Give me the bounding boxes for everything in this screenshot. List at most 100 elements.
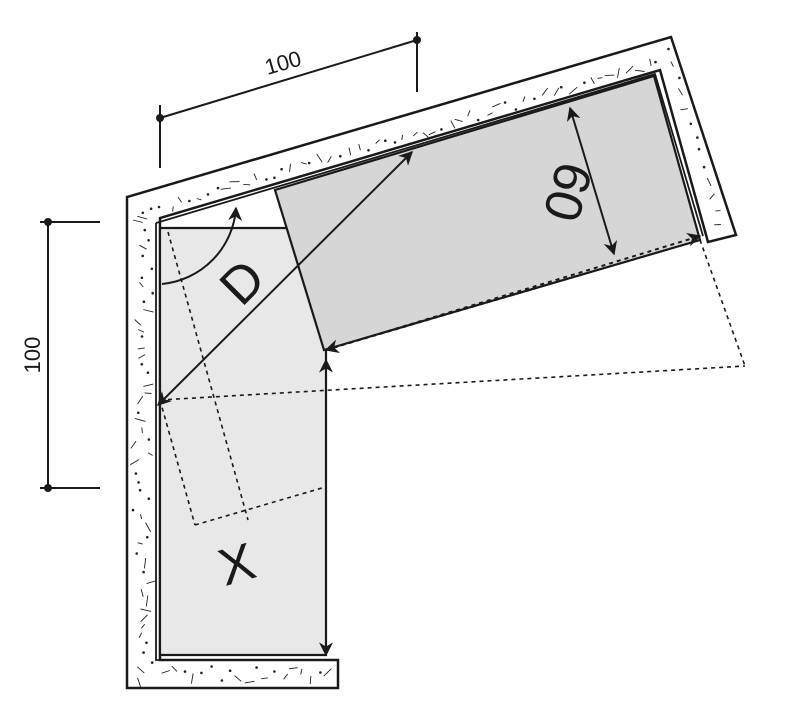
plaster-speck [273, 176, 276, 180]
plaster-stroke [709, 193, 715, 200]
plaster-stroke [137, 395, 144, 405]
plaster-stroke [143, 383, 154, 387]
plaster-stroke [140, 614, 148, 623]
plaster-stroke [137, 329, 145, 333]
plaster-speck [183, 670, 187, 673]
plaster-stroke [309, 675, 312, 685]
plaster-speck [147, 497, 151, 501]
plaster-speck [265, 178, 268, 181]
plaster-stroke [141, 427, 143, 434]
plaster-stroke [140, 588, 144, 597]
plaster-speck [157, 205, 161, 209]
plaster-speck [146, 535, 149, 539]
plaster-speck [216, 186, 220, 190]
plaster-stroke [568, 86, 578, 95]
plaster-speck [151, 291, 154, 295]
top-dimension-label: 100 [262, 46, 304, 80]
plaster-stroke [454, 118, 463, 123]
plaster-speck [147, 438, 151, 441]
plaster-stroke [134, 417, 146, 422]
plaster-speck [145, 641, 148, 645]
plaster-speck [141, 254, 144, 258]
plaster-stroke [617, 68, 620, 78]
plaster-stroke [244, 680, 255, 684]
plaster-stroke [132, 219, 144, 223]
plaster-speck [140, 335, 144, 338]
plaster-stroke [450, 120, 456, 129]
plaster-speck [188, 199, 191, 203]
plaster-stroke [146, 580, 156, 585]
plaster-speck [339, 154, 342, 158]
plaster-speck [134, 472, 138, 475]
plaster-stroke [401, 134, 404, 140]
plaster-stroke [137, 677, 142, 688]
plaster-stroke [140, 623, 146, 629]
plaster-speck [142, 300, 146, 304]
plaster-stroke [375, 139, 380, 144]
plaster-stroke [590, 77, 595, 85]
plaster-stroke [670, 61, 674, 67]
plaster-speck [697, 147, 701, 151]
plaster-speck [142, 651, 145, 654]
plaster-stroke [139, 244, 147, 250]
plaster-speck [137, 411, 140, 415]
plaster-stroke [597, 77, 603, 79]
plaster-stroke [412, 131, 418, 137]
plaster-stroke [422, 132, 429, 138]
plaster-stroke [143, 309, 154, 313]
plaster-stroke [144, 392, 152, 394]
plaster-stroke [130, 459, 140, 466]
left-dimension-label: 100 [20, 337, 45, 374]
plaster-speck [307, 161, 311, 165]
plaster-speck [137, 481, 140, 484]
plaster-speck [476, 118, 480, 122]
plaster-speck [131, 508, 135, 512]
plaster-speck [514, 108, 518, 111]
plaster-stroke [288, 667, 298, 670]
plaster-speck [210, 665, 213, 668]
left-dimension: 100 [20, 218, 100, 492]
plaster-stroke [678, 88, 683, 96]
plaster-speck [255, 666, 258, 669]
plaster-stroke [143, 557, 147, 569]
plaster-speck [702, 165, 706, 169]
plaster-stroke [161, 670, 170, 674]
plaster-speck [667, 47, 670, 51]
plaster-speck [141, 211, 145, 215]
plaster-stroke [522, 96, 526, 102]
plaster-stroke [283, 673, 289, 680]
plaster-stroke [261, 677, 268, 680]
plaster-stroke [136, 666, 145, 674]
plaster-stroke [137, 542, 143, 545]
plaster-speck [689, 122, 693, 126]
plaster-stroke [190, 673, 194, 684]
plaster-speck [583, 81, 586, 84]
plaster-stroke [428, 131, 436, 136]
plaster-speck [150, 661, 154, 664]
plaster-stroke [137, 347, 145, 350]
plaster-speck [135, 552, 138, 555]
plaster-stroke [134, 319, 142, 326]
plaster-speck [147, 239, 150, 242]
plaster-speck [696, 136, 699, 139]
plaster-speck [220, 679, 224, 682]
plaster-stroke [139, 282, 144, 288]
plaster-speck [228, 669, 232, 672]
plaster-speck [319, 671, 322, 674]
plaster-speck [206, 193, 210, 196]
plaster-stroke [487, 112, 493, 116]
plaster-stroke [604, 74, 615, 77]
plaster-stroke [137, 215, 148, 220]
plaster-stroke [541, 87, 549, 96]
plaster-stroke [147, 452, 153, 456]
plaster-stroke [139, 513, 143, 520]
plaster-stroke [171, 665, 178, 672]
plaster-stroke [553, 87, 560, 96]
plaster-speck [503, 101, 507, 104]
plaster-stroke [467, 110, 471, 117]
plaster-speck [200, 671, 203, 675]
plaster-speck [143, 228, 147, 232]
plaster-speck [280, 167, 283, 171]
plaster-speck [440, 128, 443, 131]
